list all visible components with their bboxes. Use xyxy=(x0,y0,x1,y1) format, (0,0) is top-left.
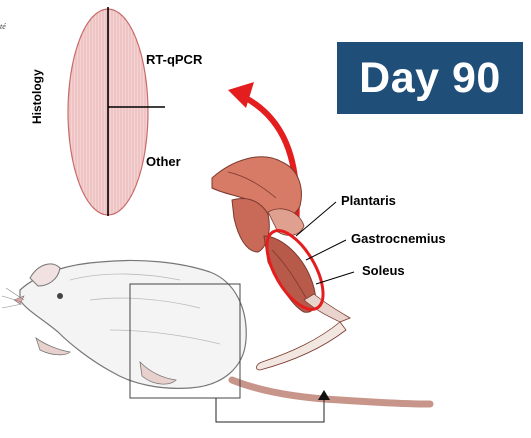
gastrocnemius-label: Gastrocnemius xyxy=(351,231,446,246)
rt-qpcr-label: RT-qPCR xyxy=(146,52,202,67)
soleus-label: Soleus xyxy=(362,263,405,278)
connector-arrowhead xyxy=(318,390,330,400)
histology-label: Histology xyxy=(30,69,44,124)
connector-line xyxy=(216,398,324,422)
rat-illustration xyxy=(2,260,430,404)
plantaris-pointer xyxy=(296,202,336,236)
curved-arrow-head xyxy=(228,82,254,108)
gastrocnemius-pointer xyxy=(306,240,346,260)
day-badge: Day 90 xyxy=(337,42,523,114)
plantaris-label: Plantaris xyxy=(341,193,396,208)
other-label: Other xyxy=(146,154,181,169)
